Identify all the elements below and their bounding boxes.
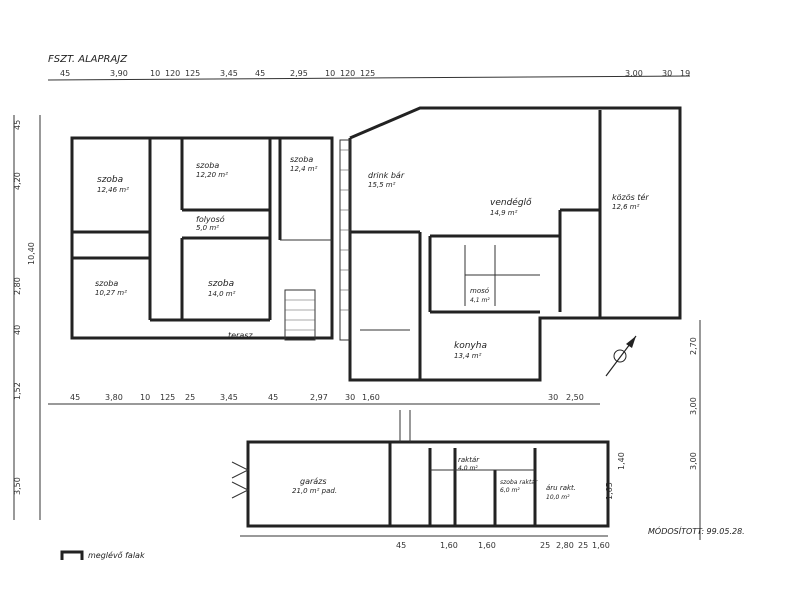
room-szekreny-area: 4,1 m² [470, 297, 490, 304]
room-szoba-4-area: 14,0 m² [208, 290, 236, 298]
dim-top-5: 125 [185, 69, 200, 78]
top-dimension-line: 45 3,90 10 120 125 3,45 45 2,95 10 120 1… [47, 69, 690, 81]
dim-bottom-5: 2,80 [556, 541, 574, 550]
dim-top-9: 10 [325, 69, 335, 78]
dim-top-8: 2,95 [290, 69, 308, 78]
dim-left-7: 3,50 [13, 477, 22, 495]
room-szoba-5-name: szoba [290, 155, 313, 164]
dim-left-2: 4,20 [13, 172, 22, 190]
dim-bottom-4: 25 [540, 541, 550, 550]
dim-mid-2: 3,80 [105, 393, 123, 402]
room-raktar-name: raktár [458, 456, 480, 464]
dim-mid-10: 1,60 [362, 393, 380, 402]
room-labels: szoba 12,46 m² szoba 12,20 m² szoba 12,4… [95, 155, 649, 501]
dim-bottom-1: 45 [396, 541, 406, 550]
dim-bottom-7: 1,60 [592, 541, 610, 550]
dim-right-1: 2,70 [689, 337, 698, 355]
dim-top-4: 120 [165, 69, 180, 78]
room-szoba-1-area: 12,46 m² [97, 186, 129, 194]
room-drink-bar-area: 15,5 m² [368, 181, 396, 189]
room-szoba-4-name: szoba [208, 279, 234, 289]
staircase [284, 139, 351, 341]
room-vendeglo-area: 14,9 m² [490, 209, 518, 217]
middle-dimension-line: 45 3,80 10 125 25 3,45 45 2,97 30 1,60 3… [48, 393, 600, 405]
dim-mid-6: 3,45 [220, 393, 238, 402]
room-szekreny-name: mosó [470, 287, 490, 295]
revision-note: MÓDOSÍTOTT: 99.05.28. [648, 525, 745, 536]
dim-top-12: 3,00 [625, 69, 643, 78]
dim-right-5: 1,40 [617, 452, 626, 470]
room-kozos-ter-name: közös tér [612, 192, 649, 202]
room-szoba-2-name: szoba [196, 161, 219, 170]
left-wing-walls [70, 136, 334, 340]
room-terasz-name: terasz [228, 331, 253, 340]
right-wing-walls [348, 106, 682, 382]
dim-left-3: 10,40 [27, 242, 36, 265]
dim-top-10: 120 [340, 69, 355, 78]
dim-right-3: 3,00 [689, 452, 698, 470]
north-arrow-icon [605, 335, 637, 377]
room-folyoso-area: 5,0 m² [196, 224, 219, 232]
dim-top-1: 45 [60, 69, 70, 78]
dim-top-7: 45 [255, 69, 265, 78]
bottom-dimension-line: 45 1,60 1,60 25 2,80 25 1,60 [240, 535, 610, 550]
dim-right-2: 3,00 [689, 397, 698, 415]
dim-top-6: 3,45 [220, 69, 238, 78]
room-garazs-area: 21,0 m² pad. [292, 487, 337, 495]
dim-left-4: 2,80 [13, 277, 22, 295]
dim-bottom-6: 25 [578, 541, 588, 550]
dim-mid-1: 45 [70, 393, 80, 402]
room-konyha-area: 13,4 m² [454, 352, 482, 360]
dim-mid-11: 30 [548, 393, 558, 402]
dim-mid-9: 30 [345, 393, 355, 402]
dim-bottom-2: 1,60 [440, 541, 458, 550]
dim-left-5: 40 [13, 325, 22, 335]
lower-wing-walls [231, 410, 610, 528]
room-folyoso-name: folyosó [196, 214, 225, 224]
dim-left-1: 45 [13, 120, 22, 130]
legend: meglévő falak [60, 550, 145, 560]
dim-mid-12: 2,50 [566, 393, 584, 402]
left-dimension-line: 45 4,20 10,40 2,80 40 1,52 3,50 [13, 115, 41, 520]
dim-top-14: 19 [680, 69, 690, 78]
room-szoba-2-area: 12,20 m² [196, 171, 228, 179]
room-kozos-ter-area: 12,6 m² [612, 203, 640, 211]
dim-mid-7: 45 [268, 393, 278, 402]
room-szoba-5-area: 12,4 m² [290, 165, 318, 173]
room-vendeglo-name: vendéglő [490, 197, 532, 208]
right-dimension-line: 2,70 3,00 3,00 1,65 1,40 [605, 320, 701, 540]
dim-top-11: 125 [360, 69, 375, 78]
dim-top-2: 3,90 [110, 69, 128, 78]
room-konyha-name: konyha [454, 341, 487, 351]
dim-mid-3: 10 [140, 393, 150, 402]
room-szoba-1-name: szoba [97, 175, 123, 185]
dim-mid-4: 125 [160, 393, 175, 402]
room-szoba-rakt-area: 6,0 m² [500, 487, 520, 494]
room-aru-rakt-name: áru rakt. [546, 484, 576, 492]
room-szoba-3-name: szoba [95, 279, 118, 288]
room-szoba-rakt-name: szoba raktár [500, 479, 538, 486]
room-garazs-name: garázs [300, 477, 327, 486]
dim-mid-5: 25 [185, 393, 195, 402]
dim-top-13: 30 [662, 69, 672, 78]
room-raktar-area: 4,0 m² [458, 465, 478, 472]
dim-top-3: 10 [150, 69, 160, 78]
dim-mid-8: 2,97 [310, 393, 328, 402]
dim-bottom-3: 1,60 [478, 541, 496, 550]
room-aru-rakt-area: 10,0 m² [546, 494, 570, 501]
dim-left-6: 1,52 [13, 382, 22, 400]
plan-title: FSZT. ALAPRAJZ [48, 54, 128, 65]
room-drink-bar-name: drink bár [368, 171, 405, 180]
room-szoba-3-area: 10,27 m² [95, 289, 127, 297]
legend-label: meglévő falak [88, 550, 145, 560]
